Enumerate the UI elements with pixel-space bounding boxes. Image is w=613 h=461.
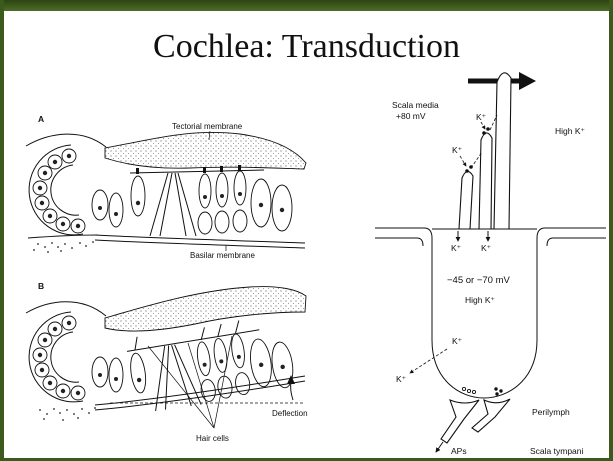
cell-nucleus bbox=[98, 206, 102, 210]
synaptic-vesicles bbox=[462, 387, 502, 395]
k-ion-entry-arrow bbox=[460, 156, 466, 166]
outer-hair-cell bbox=[199, 174, 211, 208]
hair-cell-transduction-diagram: Scala media +80 mV K⁺ K⁺ High K⁺ K⁺ K⁺ −… bbox=[375, 72, 606, 456]
action-potentials-label: APs bbox=[451, 446, 467, 456]
transduction-channel bbox=[469, 165, 473, 169]
nerve-stipple bbox=[33, 241, 94, 253]
stereocilia-bundle bbox=[220, 166, 223, 172]
deiters-cell bbox=[215, 211, 229, 233]
k-ion-exit-arrow bbox=[410, 349, 447, 373]
cell-nucleus bbox=[61, 222, 65, 226]
high-k-cell-label: High K⁺ bbox=[465, 295, 496, 305]
sulcus-inner-arc bbox=[51, 165, 79, 215]
cell-nucleus bbox=[40, 201, 44, 205]
k-ion-label-apical-left: K⁺ bbox=[451, 243, 462, 253]
transduction-channel bbox=[465, 169, 469, 173]
scala-tympani-label: Scala tympani bbox=[530, 446, 583, 456]
hair-cells-label: Hair cells bbox=[196, 434, 229, 443]
organ-of-corti-diagram-a: A Tectorial membrane bbox=[26, 114, 306, 260]
panel-label-a: A bbox=[38, 114, 44, 124]
tectorial-membrane-deflected bbox=[105, 287, 306, 331]
action-potential-arrow bbox=[436, 442, 443, 452]
deflection-label: Deflection bbox=[272, 409, 308, 418]
afferent-nerve-fiber bbox=[472, 399, 510, 432]
reticular-lamina bbox=[130, 170, 264, 173]
inner-pillar-cell bbox=[150, 173, 172, 236]
resting-potential-label: −45 or −70 mV bbox=[447, 275, 511, 286]
cell-nucleus bbox=[53, 160, 57, 164]
cell-nucleus bbox=[259, 203, 263, 207]
stereocilia-bundle bbox=[136, 168, 139, 174]
k-ion-entry-arrow bbox=[481, 122, 485, 129]
panel-label-b: B bbox=[38, 281, 44, 291]
nerve-stipple bbox=[39, 407, 96, 421]
perilymph-label: Perilymph bbox=[532, 407, 570, 417]
k-ion-label-basolateral-outer: K⁺ bbox=[396, 374, 407, 384]
transduction-channel bbox=[486, 127, 490, 131]
stereocilia-bundle bbox=[203, 167, 206, 173]
basilar-membrane bbox=[95, 235, 305, 248]
organ-of-corti-diagram-b: B bbox=[26, 281, 308, 443]
k-ion-label-left: K⁺ bbox=[452, 145, 463, 155]
k-ion-label-apical-right: K⁺ bbox=[481, 243, 492, 253]
spiral-limbus-outline bbox=[26, 302, 106, 316]
supporting-cell-boundary-right bbox=[547, 238, 606, 246]
outer-hair-cell bbox=[234, 171, 246, 205]
hair-cell-outline bbox=[375, 228, 606, 398]
tectorial-membrane bbox=[105, 132, 306, 169]
cell-nucleus bbox=[220, 194, 224, 198]
cell-nucleus bbox=[76, 224, 80, 228]
sulcus-cell bbox=[92, 190, 108, 220]
transduction-channel bbox=[482, 131, 486, 135]
cell-nucleus bbox=[67, 154, 71, 158]
deiters-cell bbox=[233, 210, 247, 232]
outer-pillar-cell bbox=[175, 173, 196, 236]
hair-cell-region-a bbox=[130, 165, 292, 236]
cell-nucleus bbox=[38, 186, 42, 190]
high-k-endolymph-label: High K⁺ bbox=[555, 126, 586, 136]
stereocilium-tall bbox=[494, 73, 511, 229]
stereocilium-short bbox=[459, 171, 473, 229]
spiral-limbus-outline bbox=[26, 134, 106, 147]
stereocilium-middle bbox=[479, 133, 492, 229]
spiral-lamina bbox=[28, 235, 98, 238]
cell-nucleus bbox=[114, 212, 118, 216]
basilar-membrane-label: Basilar membrane bbox=[190, 251, 255, 260]
supporting-cell-boundary-left bbox=[375, 238, 423, 246]
endolymph-potential-label: +80 mV bbox=[396, 111, 426, 121]
stereocilia-bundle bbox=[238, 165, 241, 171]
deflection-arrow bbox=[291, 382, 293, 400]
cell-nucleus bbox=[136, 201, 140, 205]
scala-media-label: Scala media bbox=[392, 100, 439, 110]
tectorial-membrane-label: Tectorial membrane bbox=[172, 122, 243, 131]
k-ion-label-top: K⁺ bbox=[476, 112, 487, 122]
cell-nucleus bbox=[280, 208, 284, 212]
afferent-nerve-fiber bbox=[441, 400, 479, 443]
cell-nucleus bbox=[203, 195, 207, 199]
sulcus-cell bbox=[109, 193, 123, 227]
inner-hair-cell bbox=[131, 176, 145, 216]
k-ion-label-basolateral-inner: K⁺ bbox=[452, 336, 463, 346]
cell-nucleus bbox=[48, 214, 52, 218]
outer-hair-cell bbox=[216, 173, 228, 207]
cell-nucleus bbox=[238, 192, 242, 196]
cell-nucleus bbox=[43, 171, 47, 175]
deiters-cell bbox=[198, 212, 212, 234]
